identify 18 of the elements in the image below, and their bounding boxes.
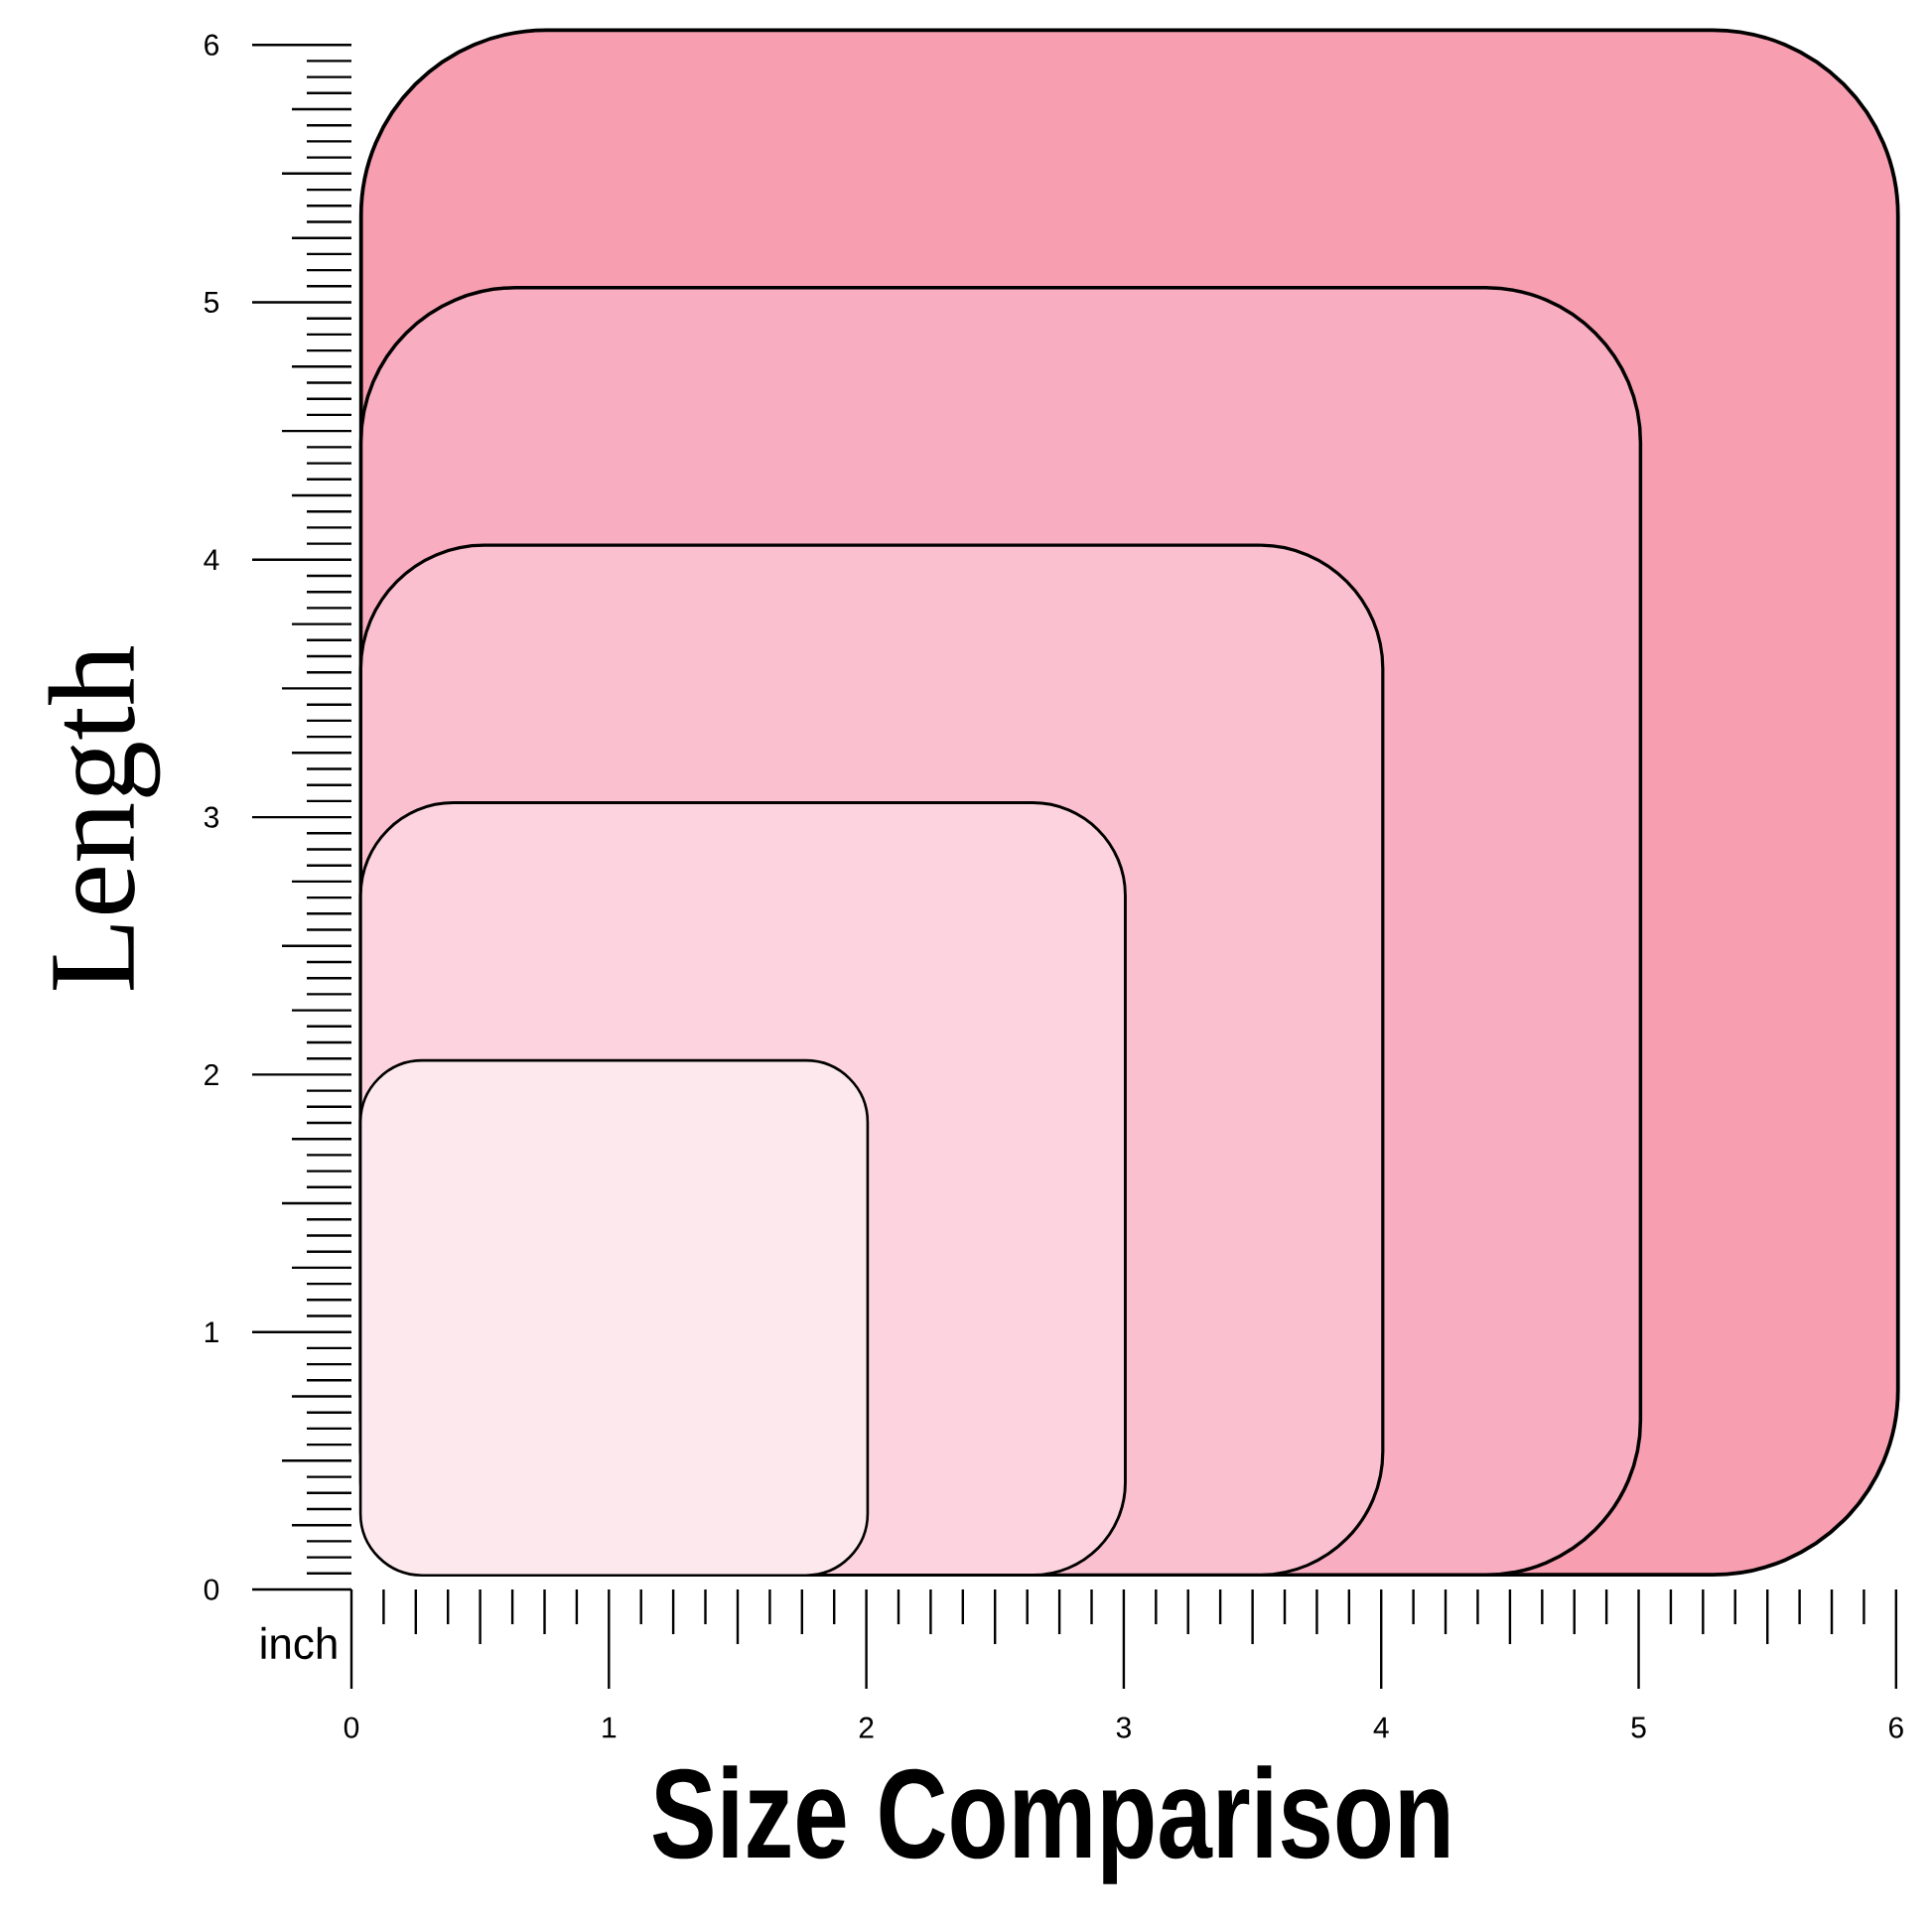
tick-label: 2 <box>859 1717 874 1738</box>
tick-label: 4 <box>204 549 219 571</box>
tick-label: 4 <box>1373 1717 1389 1738</box>
tick-label: 5 <box>204 292 219 313</box>
rounded-square <box>358 1058 870 1577</box>
axis-title: Length <box>48 646 161 991</box>
unit-label: inch <box>261 1626 337 1660</box>
tick-label: 3 <box>204 806 219 828</box>
tick-label: 0 <box>344 1717 359 1738</box>
title: Size Comparison <box>652 1765 1449 1884</box>
tick-label: 5 <box>1631 1717 1646 1738</box>
tick-label: 3 <box>1116 1717 1131 1738</box>
tick-label: 1 <box>205 1321 218 1343</box>
tick-label: 0 <box>204 1579 219 1600</box>
tick-label: 1 <box>603 1717 617 1738</box>
tick-label: 6 <box>1889 1717 1903 1738</box>
tick-label: 2 <box>205 1063 218 1085</box>
tick-label: 6 <box>205 34 219 56</box>
